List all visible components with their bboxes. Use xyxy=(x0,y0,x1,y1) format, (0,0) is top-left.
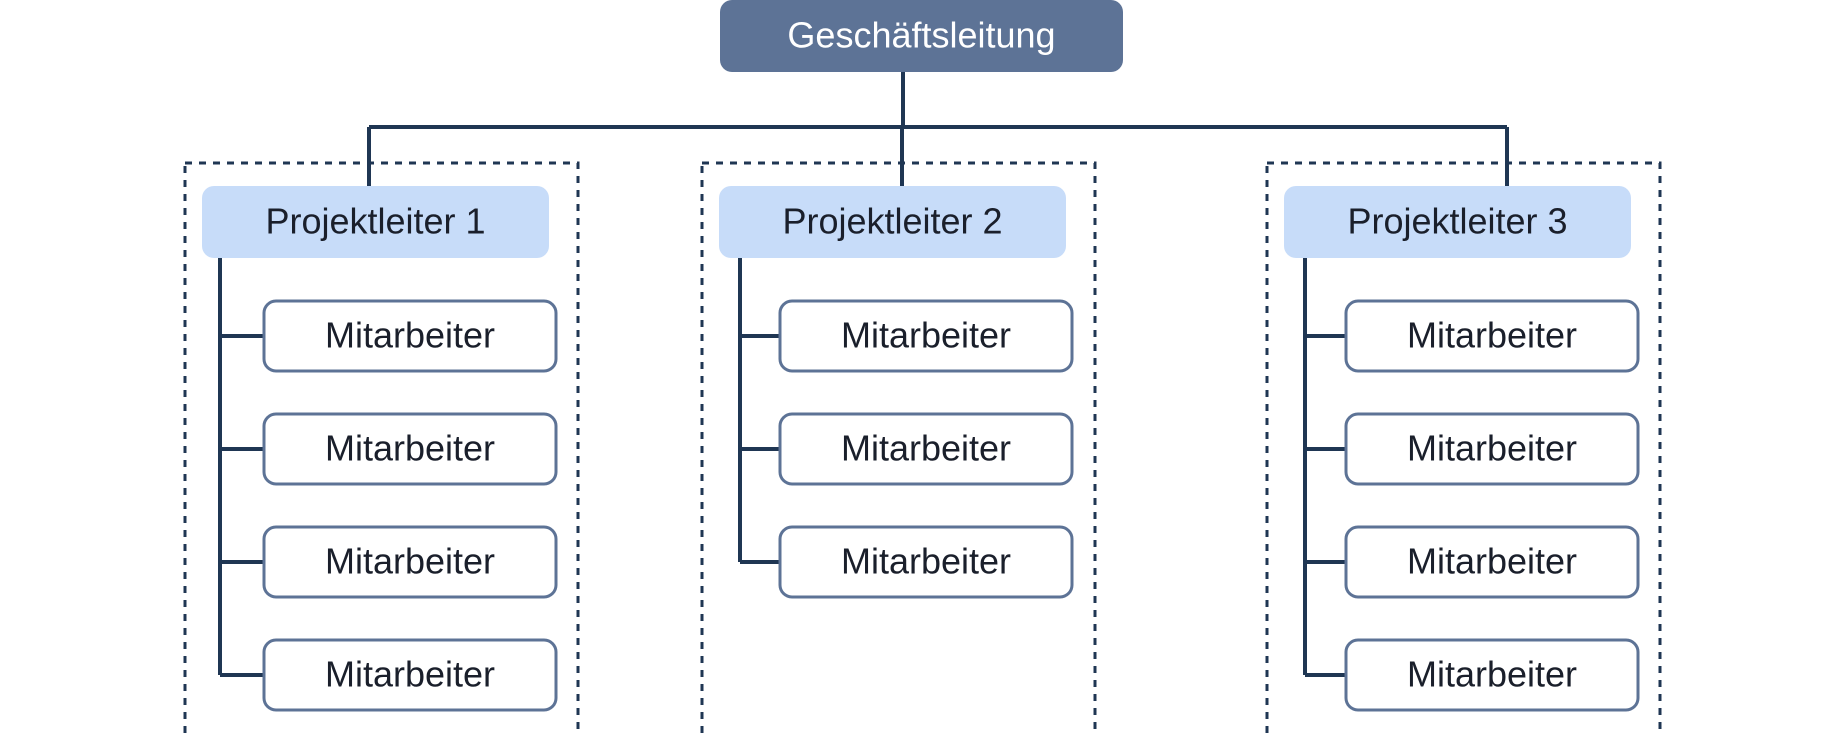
employee-box xyxy=(778,299,1074,373)
root-label: Geschäftsleitung xyxy=(787,15,1055,56)
employee-label: Mitarbeiter xyxy=(841,541,1011,582)
team-groups: Projektleiter 1MitarbeiterMitarbeiterMit… xyxy=(183,161,1662,736)
employee-box xyxy=(1344,525,1640,599)
employee-label: Mitarbeiter xyxy=(325,315,495,356)
employee-label: Mitarbeiter xyxy=(1407,315,1577,356)
connector-lines xyxy=(367,72,1509,190)
root-box xyxy=(720,0,1123,72)
employee-box xyxy=(262,412,558,486)
team-frame xyxy=(700,161,1097,736)
employee-label: Mitarbeiter xyxy=(1407,428,1577,469)
employee-box xyxy=(1344,638,1640,712)
employee-box xyxy=(1344,412,1640,486)
lead-label: Projektleiter 3 xyxy=(1347,201,1567,242)
lead-label: Projektleiter 1 xyxy=(265,201,485,242)
employee-label: Mitarbeiter xyxy=(1407,541,1577,582)
employee-box xyxy=(778,525,1074,599)
lead-box xyxy=(719,186,1066,258)
employee-box xyxy=(262,525,558,599)
team-frame xyxy=(1265,161,1662,736)
team-group-3: Projektleiter 3MitarbeiterMitarbeiterMit… xyxy=(1265,161,1662,736)
team-group-2: Projektleiter 2MitarbeiterMitarbeiterMit… xyxy=(700,161,1097,736)
employee-label: Mitarbeiter xyxy=(841,428,1011,469)
lead-label: Projektleiter 2 xyxy=(782,201,1002,242)
employee-label: Mitarbeiter xyxy=(325,541,495,582)
lead-box xyxy=(1284,186,1631,258)
employee-box xyxy=(262,299,558,373)
team-group-1: Projektleiter 1MitarbeiterMitarbeiterMit… xyxy=(183,161,580,736)
employee-box xyxy=(778,412,1074,486)
employee-label: Mitarbeiter xyxy=(841,315,1011,356)
employee-label: Mitarbeiter xyxy=(325,428,495,469)
employee-label: Mitarbeiter xyxy=(325,654,495,695)
root-node: Geschäftsleitung xyxy=(720,0,1123,72)
team-frame xyxy=(183,161,580,736)
employee-box xyxy=(1344,299,1640,373)
employee-label: Mitarbeiter xyxy=(1407,654,1577,695)
employee-box xyxy=(262,638,558,712)
lead-box xyxy=(202,186,549,258)
